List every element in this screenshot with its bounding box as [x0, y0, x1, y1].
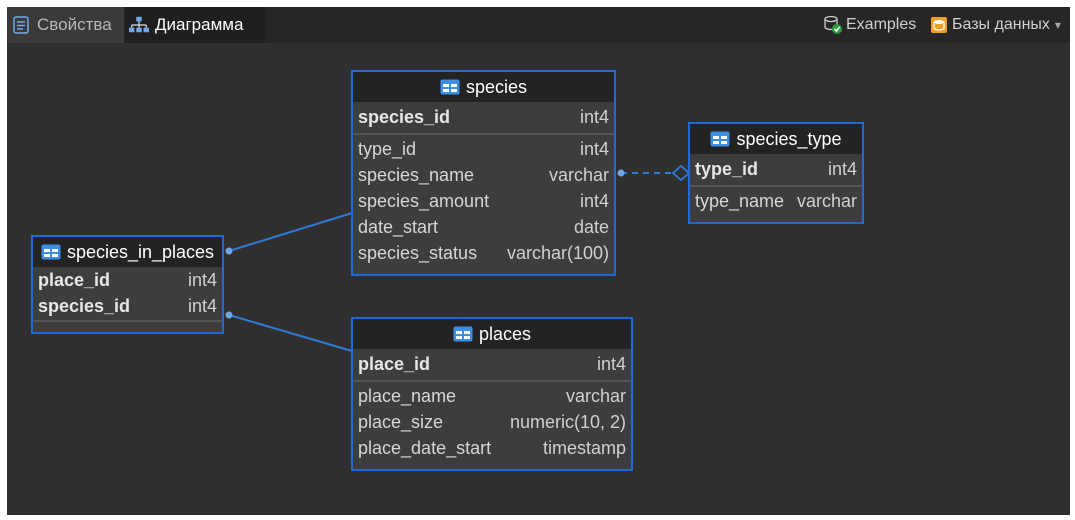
table-header: species_in_places [33, 237, 222, 267]
column-type: numeric(10, 2) [509, 411, 626, 432]
column-row-pk[interactable]: place_id int4 [33, 267, 222, 293]
column-type: int4 [579, 138, 609, 159]
table-header: species_type [690, 124, 862, 154]
table-header: places [353, 319, 631, 349]
column-name: species_id [38, 295, 131, 316]
column-type: varchar [548, 164, 609, 185]
column-type: int4 [596, 353, 626, 374]
column-type: date [573, 216, 609, 237]
diagram-editor: Свойства Диаграмма Examples Базы данных … [7, 7, 1070, 515]
table-species[interactable]: species species_id int4 type_id int4 speci… [351, 70, 616, 276]
databases-dropdown[interactable]: Базы данных ▾ [929, 7, 1061, 43]
column-type: int4 [187, 295, 217, 316]
column-row-pk[interactable]: species_id int4 [33, 293, 222, 319]
column-type: timestamp [542, 437, 626, 458]
table-places[interactable]: places place_id int4 place_name varchar pl… [351, 317, 633, 471]
column-row[interactable]: place_name varchar [353, 383, 631, 409]
column-name: place_id [38, 269, 111, 290]
column-row[interactable]: type_id int4 [353, 136, 614, 162]
column-type: int4 [187, 269, 217, 290]
table-title: species_type [736, 128, 842, 149]
column-name: species_name [358, 164, 475, 185]
examples-label: Examples [846, 16, 917, 33]
column-row[interactable]: date_start date [353, 214, 614, 240]
column-row[interactable]: species_name varchar [353, 162, 614, 188]
column-name: type_id [358, 138, 417, 159]
column-type: varchar(100) [506, 242, 609, 263]
column-row[interactable]: species_amount int4 [353, 188, 614, 214]
diagram-icon [129, 15, 149, 35]
databases-icon [929, 15, 949, 35]
divider [690, 185, 862, 187]
tab-properties[interactable]: Свойства [7, 7, 124, 43]
table-icon [440, 79, 460, 95]
table-title: places [478, 323, 532, 344]
table-title: species [465, 76, 528, 97]
column-name: date_start [358, 216, 439, 237]
examples-button[interactable]: Examples [823, 7, 916, 43]
column-row-pk[interactable]: species_id int4 [353, 102, 614, 132]
column-name: type_id [695, 158, 759, 179]
tab-label: Свойства [37, 15, 112, 34]
table-icon [710, 131, 730, 147]
link-endpoint-dot [225, 247, 233, 255]
column-row[interactable]: type_name varchar [690, 188, 862, 214]
table-species-type[interactable]: species_type type_id int4 type_name varcha… [688, 122, 864, 224]
divider [353, 380, 631, 382]
table-title: species_in_places [66, 241, 215, 262]
editor-tab-bar: Свойства Диаграмма Examples Базы данных … [7, 7, 1070, 43]
table-icon [453, 326, 473, 342]
divider [33, 320, 222, 322]
databases-label: Базы данных [952, 16, 1050, 33]
chevron-down-icon: ▾ [1054, 18, 1061, 32]
column-name: species_amount [358, 190, 490, 211]
column-name: type_name [695, 190, 785, 211]
column-name: place_name [358, 385, 457, 406]
tab-label: Диаграмма [155, 15, 244, 34]
table-species-in-places[interactable]: species_in_places place_id int4 species_i… [31, 235, 224, 334]
column-row[interactable]: place_date_start timestamp [353, 435, 631, 461]
divider [353, 133, 614, 135]
link-endpoint-dot [617, 169, 625, 177]
link-diamond-marker [671, 164, 691, 182]
examples-database-icon [823, 15, 843, 35]
column-row[interactable]: species_status varchar(100) [353, 240, 614, 266]
relationship-lines [225, 164, 691, 352]
link-endpoint-dot [225, 311, 233, 319]
link-places-to-species-in-places[interactable] [228, 314, 353, 352]
tab-diagram[interactable]: Диаграмма [125, 7, 265, 43]
column-row-pk[interactable]: place_id int4 [353, 349, 631, 379]
column-name: place_id [358, 353, 431, 374]
column-type: int4 [827, 158, 857, 179]
column-name: species_id [358, 106, 451, 127]
column-name: place_date_start [358, 437, 492, 458]
column-type: int4 [579, 190, 609, 211]
column-row[interactable]: place_size numeric(10, 2) [353, 409, 631, 435]
table-header: species [353, 72, 614, 102]
table-icon [41, 244, 61, 260]
column-name: place_size [358, 411, 444, 432]
column-type: int4 [579, 106, 609, 127]
column-type: varchar [796, 190, 857, 211]
column-type: varchar [565, 385, 626, 406]
column-name: species_status [358, 242, 478, 263]
column-row-pk[interactable]: type_id int4 [690, 154, 862, 184]
properties-icon [11, 15, 31, 35]
link-species-to-species-in-places[interactable] [228, 212, 353, 252]
